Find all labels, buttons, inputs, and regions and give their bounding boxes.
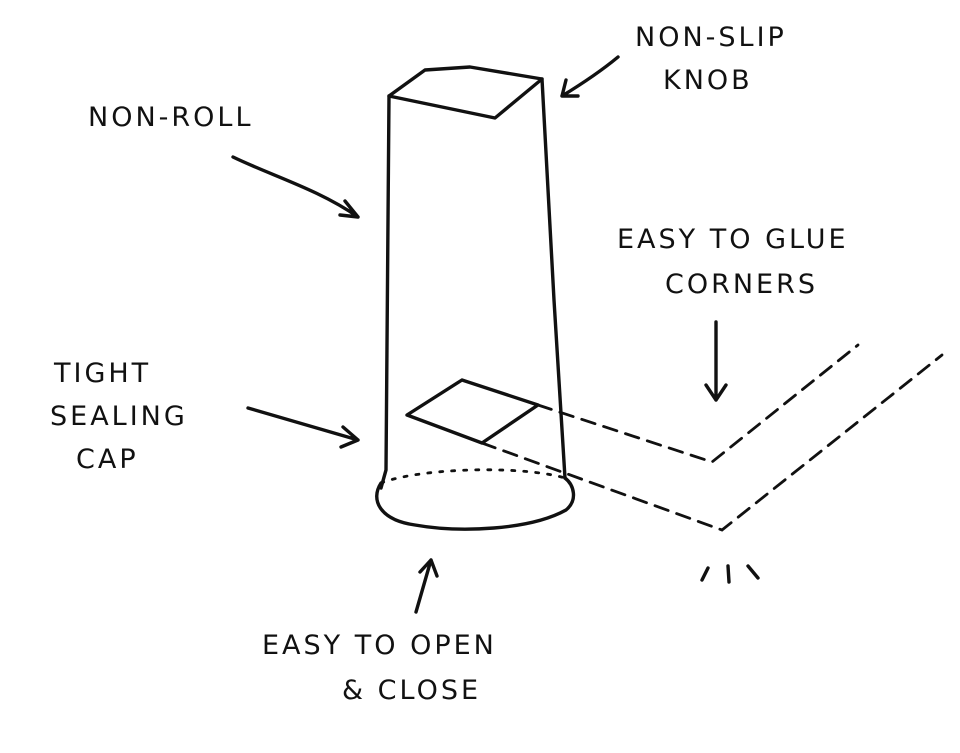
label-non-roll: NON-ROLL xyxy=(88,102,254,133)
knob-top xyxy=(387,65,544,120)
base-ellipse-front xyxy=(375,476,576,531)
arrow-easy-open xyxy=(414,558,439,614)
tube-left-edge xyxy=(379,94,391,490)
arrow-non-slip xyxy=(560,55,620,98)
corner-line-inner xyxy=(536,343,860,464)
corner-line-outer xyxy=(480,353,944,532)
arrow-glue-corners xyxy=(704,320,728,402)
arrow-tight-cap xyxy=(246,406,360,449)
label-easy-to-glue: EASY TO GLUE CORNERS xyxy=(617,224,849,300)
label-tight-sealing-cap: TIGHT SEALING CAP xyxy=(50,358,188,475)
arrow-non-roll xyxy=(231,155,360,219)
tube-right-edge xyxy=(540,77,567,480)
corner-ticks xyxy=(700,564,760,584)
glue-square xyxy=(405,378,540,445)
base-ellipse-back xyxy=(379,468,567,485)
label-non-slip: NON-SLIP KNOB xyxy=(635,22,787,96)
label-easy-to-open: EASY TO OPEN & CLOSE xyxy=(262,630,497,706)
